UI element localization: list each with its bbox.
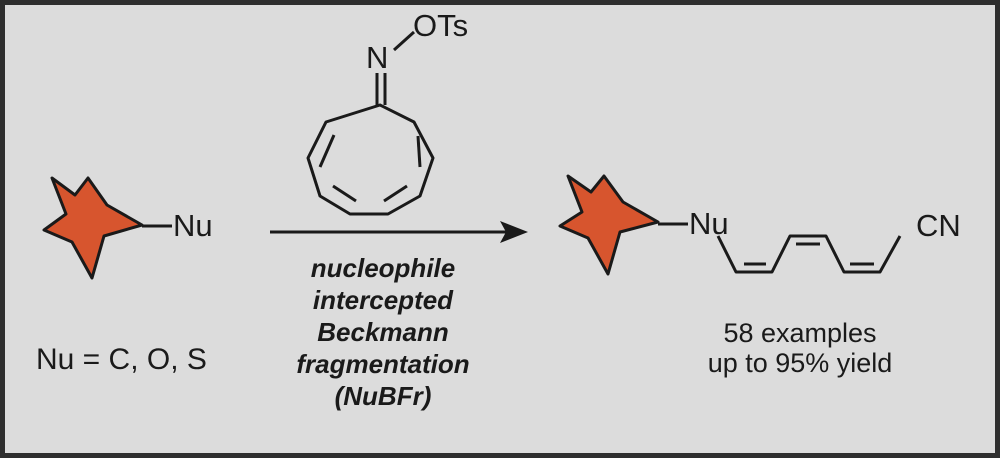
examples-count: 58 examples [723, 318, 877, 348]
caption-line: intercepted [312, 285, 454, 315]
max-yield: up to 95% yield [707, 348, 893, 378]
nucleophile-scope-label: Nu = C, O, S [36, 343, 207, 376]
tosylate-label: OTs [413, 8, 469, 43]
caption-line: Beckmann [317, 317, 449, 347]
caption-line: nucleophile [310, 253, 456, 283]
substrate-nu-label: Nu [173, 208, 213, 243]
caption-line: (NuBFr) [334, 381, 432, 411]
product-star-icon [558, 174, 660, 276]
reaction-arrow-head-icon [500, 221, 528, 243]
tropone-oxime-structure [306, 30, 435, 216]
substrate-star-icon [42, 176, 144, 280]
oxime-nitrogen-label: N [366, 40, 389, 75]
product-scope-note: 58 examples up to 95% yield [650, 318, 950, 378]
reaction-name-caption: nucleophile intercepted Beckmann fragmen… [268, 252, 498, 412]
caption-line: fragmentation [296, 349, 470, 379]
nitrile-label: CN [916, 208, 961, 243]
triene-nitrile-chain [716, 234, 902, 274]
product-nu-label: Nu [689, 206, 729, 241]
